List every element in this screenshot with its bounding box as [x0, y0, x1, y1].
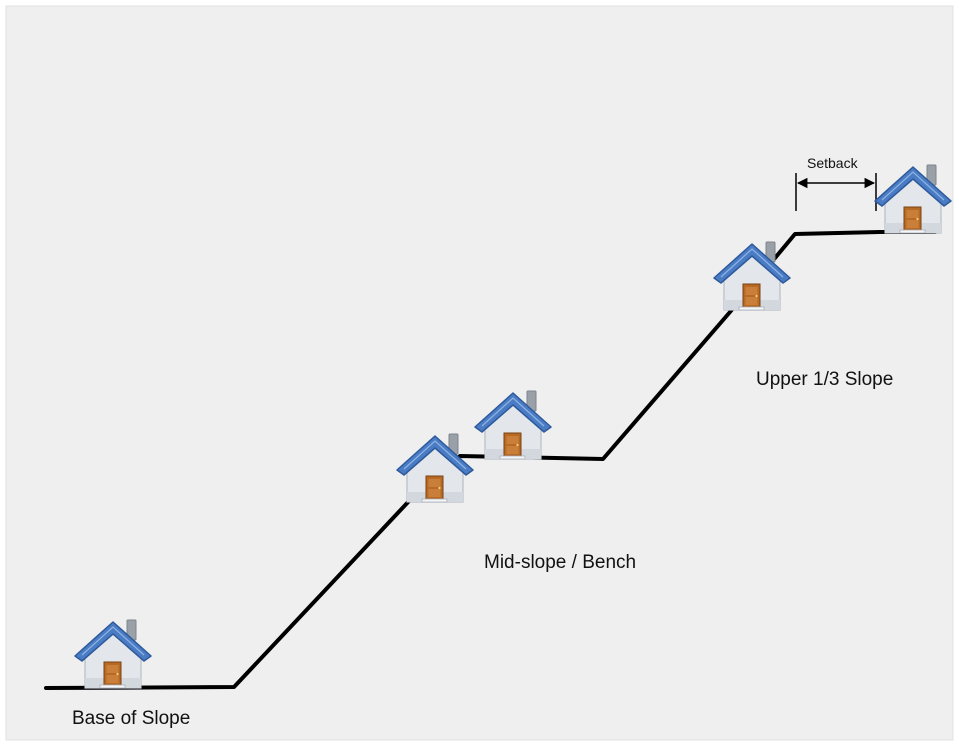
- label-setback: Setback: [807, 155, 859, 171]
- label-mid-slope: Mid-slope / Bench: [484, 552, 636, 573]
- label-upper-slope: Upper 1/3 Slope: [756, 369, 893, 390]
- diagram-background: [5, 5, 954, 741]
- terrain-line: [44, 230, 937, 690]
- label-base-of-slope: Base of Slope: [72, 708, 190, 729]
